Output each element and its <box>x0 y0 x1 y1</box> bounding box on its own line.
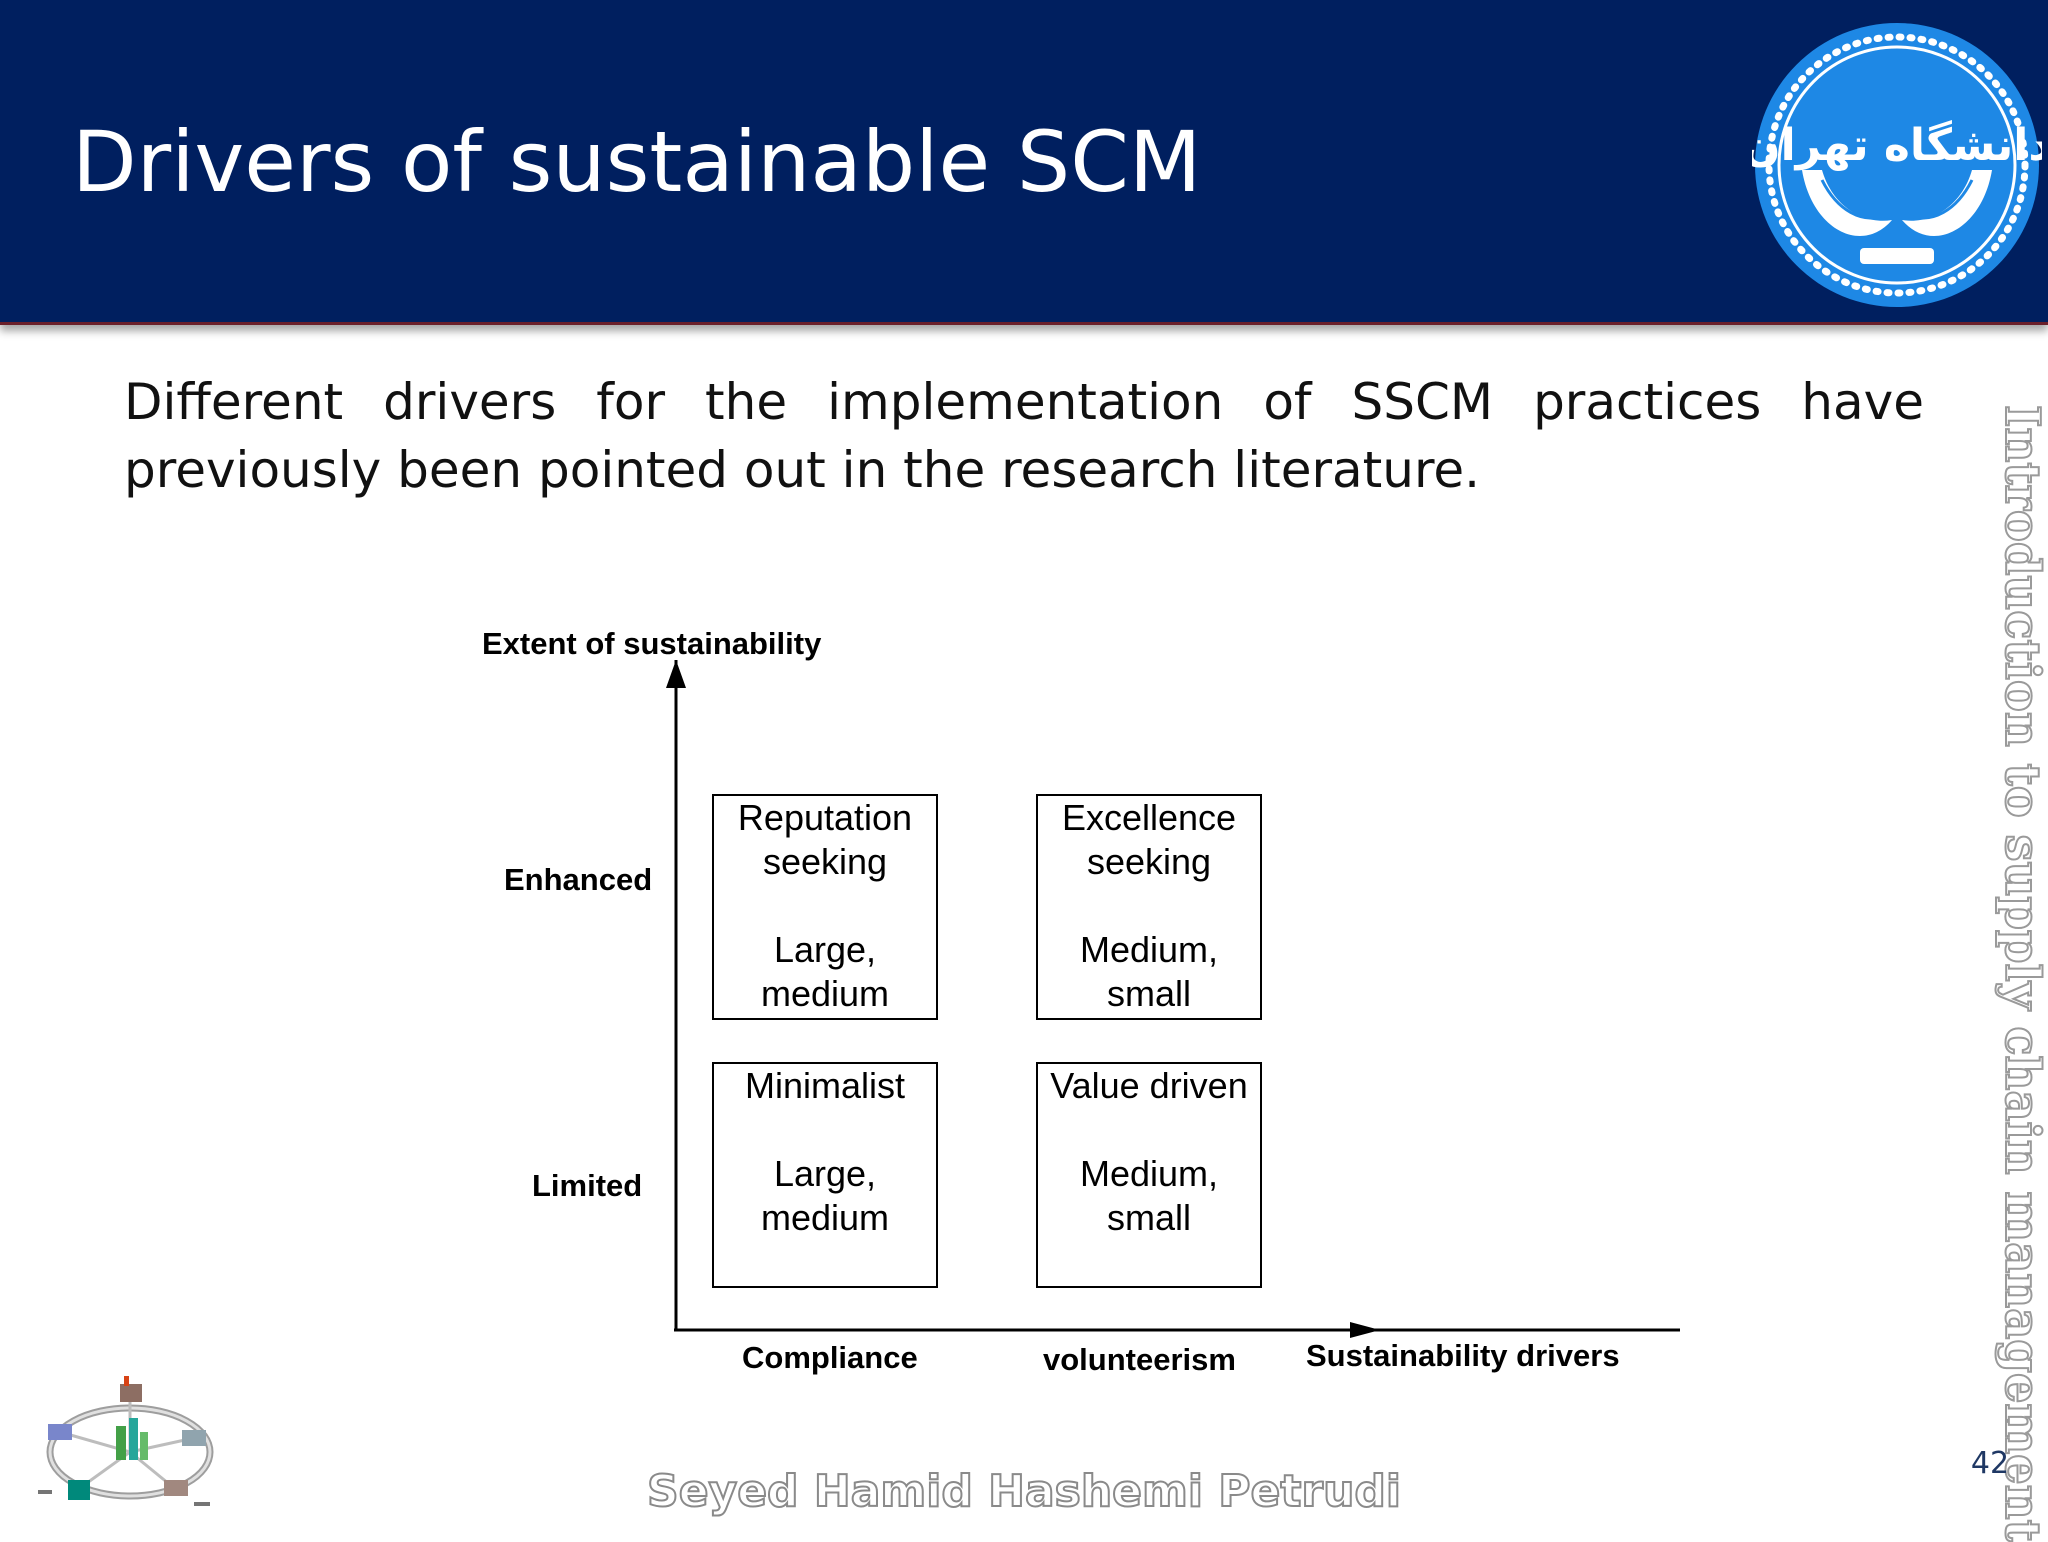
page-number: 42 <box>1970 1446 2010 1481</box>
intro-paragraph: Different drivers for the implementation… <box>124 373 1924 499</box>
cell-name: Value driven <box>1050 1065 1248 1106</box>
drivers-matrix-diagram: Extent of sustainability Enhanced Limite… <box>460 610 1680 1390</box>
logo-text: دانشگاه تهران <box>1752 119 2042 171</box>
x-level-volunteerism: volunteerism <box>1043 1342 1236 1377</box>
cell-minimalist: Minimalist Large, medium <box>712 1062 938 1288</box>
cell-value-driven: Value driven Medium, small <box>1036 1062 1262 1288</box>
cell-name: Excellence seeking <box>1061 797 1237 882</box>
supply-chain-network-icon <box>38 1376 214 1506</box>
y-axis-label: Extent of sustainability <box>482 626 822 661</box>
cell-excellence-seeking: Excellence seeking Medium, small <box>1036 794 1262 1020</box>
cell-size: Medium, small <box>1079 929 1219 1014</box>
matrix-axes <box>666 660 1680 1338</box>
cell-name: Reputation seeking <box>737 797 913 882</box>
cell-size: Large, medium <box>760 1153 890 1238</box>
title-bar: Drivers of sustainable SCM دانشگاه تهران <box>0 0 2048 325</box>
side-caption-text: Introduction to supply chain management <box>1993 404 2048 1542</box>
y-level-enhanced: Enhanced <box>504 862 653 897</box>
x-axis-label: Sustainability drivers <box>1306 1338 1620 1373</box>
author-name: Seyed Hamid Hashemi Petrudi <box>646 1465 1402 1518</box>
y-axis-arrow-icon <box>666 660 686 688</box>
y-level-limited: Limited <box>532 1168 643 1203</box>
side-caption: Introduction to supply chain management <box>1960 404 2048 1542</box>
cell-size: Medium, small <box>1079 1153 1219 1238</box>
x-level-compliance: Compliance <box>742 1340 918 1375</box>
cell-reputation-seeking: Reputation seeking Large, medium <box>712 794 938 1020</box>
university-logo-icon: دانشگاه تهران <box>1752 23 2042 307</box>
cell-size: Large, medium <box>760 929 890 1014</box>
slide-title: Drivers of sustainable SCM <box>72 113 1202 211</box>
x-axis-arrow-icon <box>1350 1322 1380 1338</box>
cell-name: Minimalist <box>744 1065 905 1106</box>
